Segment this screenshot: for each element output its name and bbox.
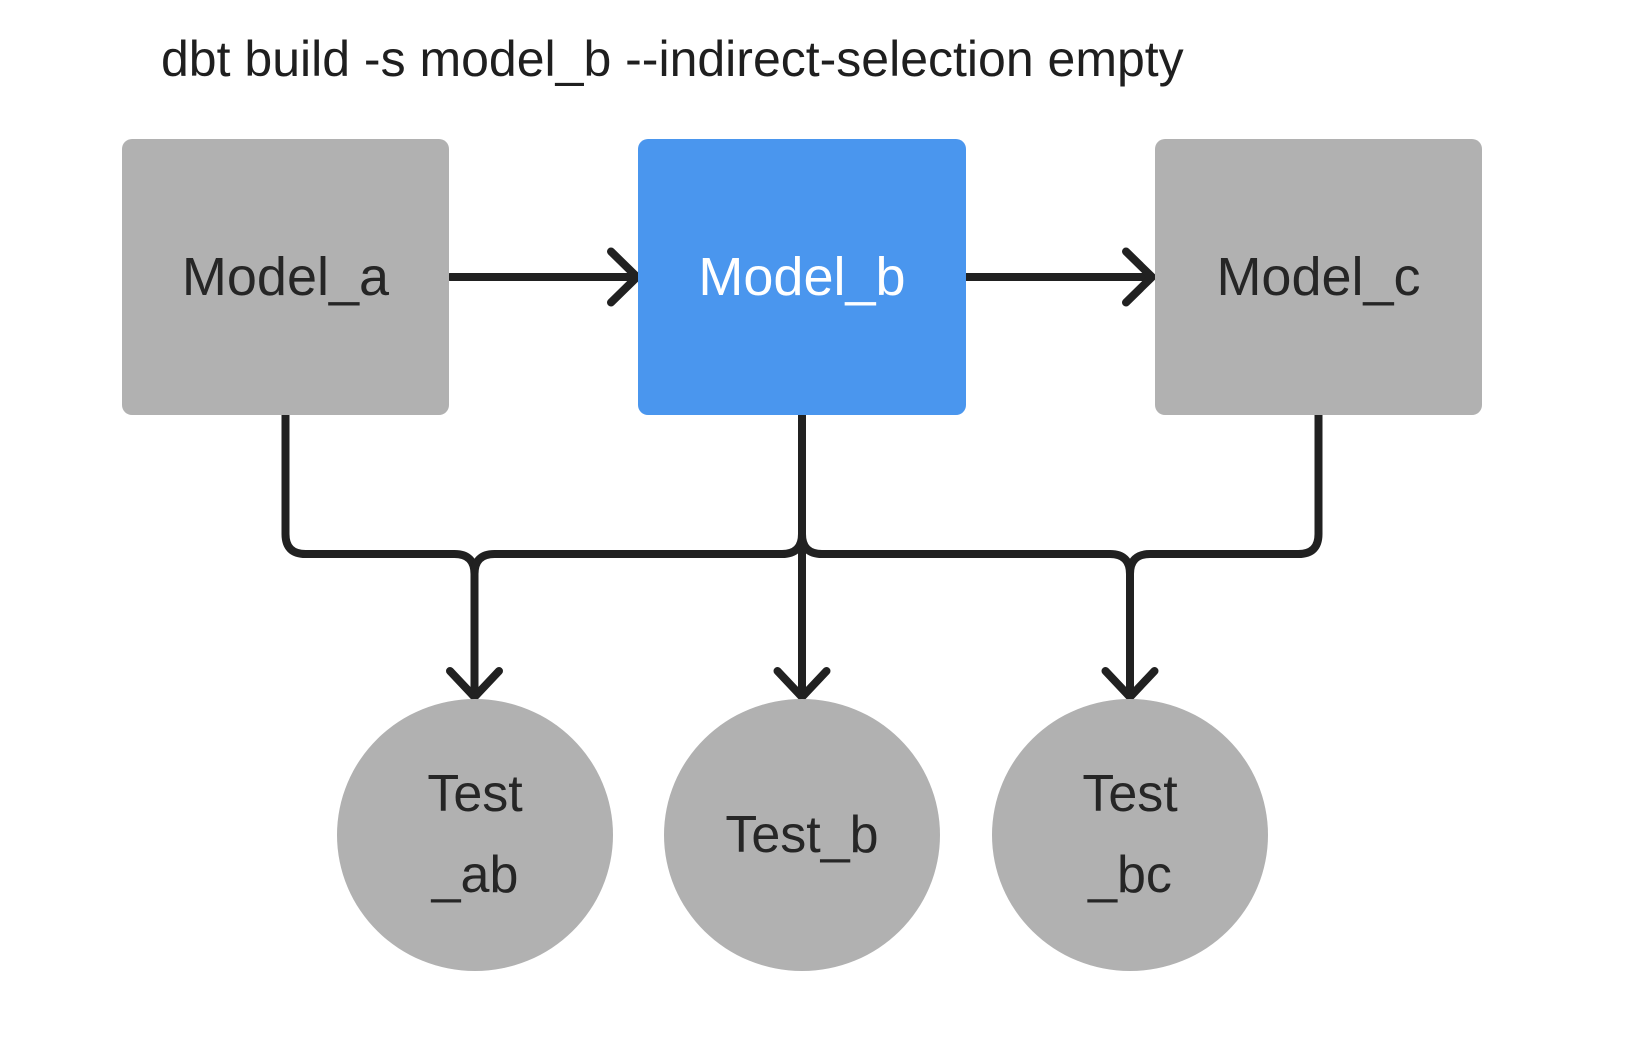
node-test-ab: Test _ab (337, 699, 613, 971)
node-model-a: Model_a (122, 139, 449, 415)
edge-model-b-to-test-ab (470, 406, 806, 697)
edge-model-b-to-test-bc (798, 406, 1134, 697)
node-test-bc-label-line1: Test (1082, 765, 1178, 824)
node-test-ab-label-line2: _ab (431, 846, 519, 904)
edge-model-a-to-test-ab (281, 406, 479, 697)
node-test-b: Test_b (664, 699, 940, 971)
node-test-b-label: Test_b (725, 805, 879, 864)
diagram-title: dbt build -s model_b --indirect-selectio… (161, 31, 1184, 87)
node-model-b-label: Model_b (698, 247, 906, 307)
node-model-c: Model_c (1155, 139, 1482, 415)
arrowhead-test-bc-icon (1101, 667, 1159, 701)
node-model-b: Model_b (638, 139, 966, 415)
node-test-bc: Test _bc (992, 699, 1268, 971)
node-test-bc-label-line2: _bc (1088, 846, 1172, 904)
edge-model-c-to-test-bc (1126, 406, 1323, 697)
node-model-c-label: Model_c (1216, 247, 1421, 307)
node-model-a-label: Model_a (181, 247, 390, 307)
arrowhead-test-ab-icon (446, 667, 503, 701)
node-test-ab-label-line1: Test (427, 765, 523, 824)
arrowhead-model-c-icon (1122, 247, 1156, 307)
arrowhead-test-b-icon (773, 667, 831, 701)
arrowhead-model-b-icon (607, 247, 641, 307)
